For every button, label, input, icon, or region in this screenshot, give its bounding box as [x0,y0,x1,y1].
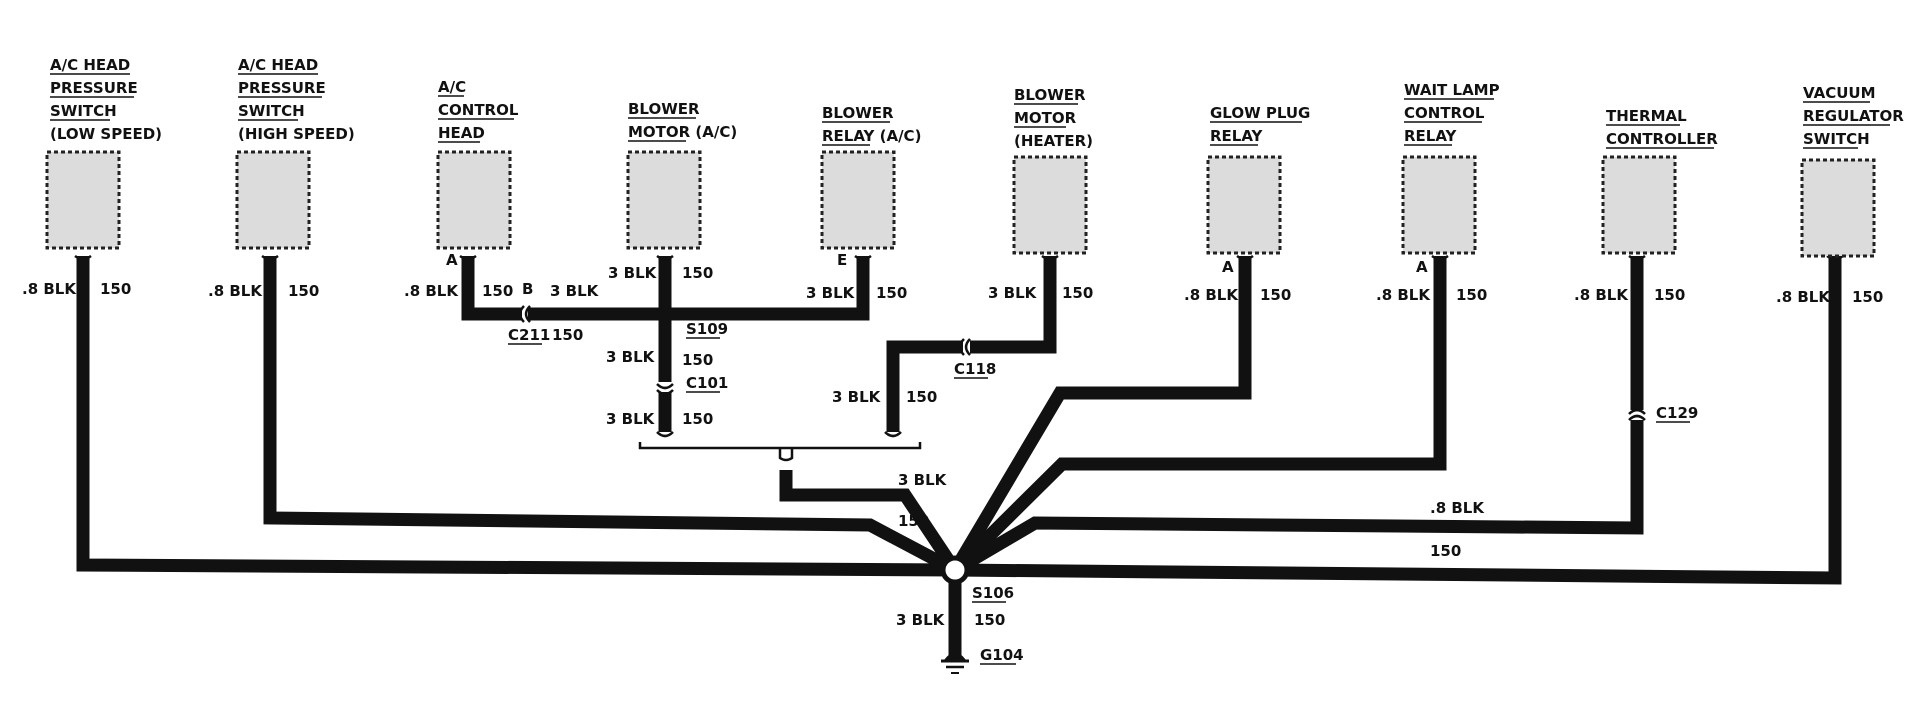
wire-vacuum-regulator [954,256,1842,585]
c118-below-circuit: 150 [906,388,937,406]
box-blower-motor-heater [1012,155,1088,255]
title-wait-lamp-control-relay: WAIT LAMP CONTROL RELAY [1404,81,1505,145]
title-vacuum-regulator-switch: VACUUM REGULATOR SWITCH [1803,84,1908,148]
pin-wait-lamp-control-relay: A [1416,258,1428,276]
title-blower-motor-heater: BLOWER MOTOR (HEATER) [1014,86,1093,150]
circuit-blower-motor-ac: 150 [682,264,713,282]
c118-below-color: 3 BLK [832,388,882,406]
color-wait-lamp-control-relay: .8 BLK [1376,286,1431,304]
title-blower-relay-ac: BLOWER RELAY (A/C) [822,104,921,145]
circuit-blower-relay-ac: 150 [876,284,907,302]
s109-below-circuit: 150 [682,351,713,369]
wire-blower-motor-heater [970,256,1057,354]
wire-blower-relay-ac [665,256,870,321]
wire-ac-control-head [461,256,522,321]
component-titles: A/C HEAD PRESSURE SWITCH (LOW SPEED) A/C… [50,56,1908,150]
ground-icon [941,652,969,674]
wire-merged-branch [779,470,961,574]
connector-c118-label: C118 [954,360,996,378]
connector-symbols [518,305,1646,438]
pin-c211: B [522,280,533,298]
color-blower-motor-ac: 3 BLK [608,264,658,282]
connector-bottom-right-symbol [884,431,902,438]
title-glow-plug-relay: GLOW PLUG RELAY [1210,104,1316,145]
title-blower-motor-ac: BLOWER MOTOR (A/C) [628,100,737,141]
color-ac-control-head: .8 BLK [404,282,459,300]
title-thermal-controller: THERMAL CONTROLLER [1606,107,1718,148]
color-blower-motor-heater: 3 BLK [988,284,1038,302]
color-blower-relay-ac: 3 BLK [806,284,856,302]
reference-ids: C211 S109 C101 C118 C129 S106 G104 [508,320,1698,665]
component-wire-labels: .8 BLK 150 .8 BLK 150 .8 BLK 150 3 BLK 1… [22,264,1883,306]
pin-ac-control-head: A [446,251,458,269]
box-blower-motor-ac [626,150,702,250]
s109-below-color: 3 BLK [606,348,656,366]
title-ac-head-pressure-high: A/C HEAD PRESSURE SWITCH (HIGH SPEED) [238,56,355,143]
c101-below-color: 3 BLK [606,410,656,428]
color-glow-plug-relay: .8 BLK [1184,286,1239,304]
title-ac-control-head: A/C CONTROL HEAD [438,78,524,142]
connector-c211-label: C211 [508,326,550,344]
color-thermal-controller: .8 BLK [1574,286,1629,304]
color-ac-head-pressure-high: .8 BLK [208,282,263,300]
box-glow-plug-relay [1206,155,1282,255]
splice-s109-label: S109 [686,320,728,338]
circuit-ac-control-head: 150 [482,282,513,300]
connector-c211-symbol [518,305,531,323]
ground-wire-color: 3 BLK [896,611,946,629]
circuit-ac-head-pressure-high: 150 [288,282,319,300]
segment-wire-labels: 3 BLK 150 3 BLK 150 3 BLK 150 3 BLK 150 … [550,282,1485,629]
connector-c101-label: C101 [686,374,728,392]
connector-c129-label: C129 [1656,404,1698,422]
circuit-ac-head-pressure-low: 150 [100,280,131,298]
box-blower-relay-ac [820,150,896,250]
wire-c118-down [886,340,963,432]
box-ac-head-pressure-high [235,150,311,250]
merged-color: 3 BLK [898,471,948,489]
wire-harness [76,256,1842,660]
circuit-blower-motor-heater: 150 [1062,284,1093,302]
wire-wait-lamp-relay [950,256,1447,575]
component-boxes [45,150,1876,258]
wire-ac-head-pressure-low [76,256,956,577]
box-thermal-controller [1601,155,1677,255]
connector-bottom-left-symbol [656,431,674,438]
connector-c118-symbol [958,338,971,356]
splice-s106-dot [940,555,970,585]
pin-chevrons [74,254,1844,261]
box-ac-head-pressure-low [45,150,121,250]
wire-ac-head-pressure-high [263,256,959,576]
title-underlines [50,73,1890,149]
box-vacuum-regulator-switch [1800,158,1876,258]
circuit-vacuum-regulator-switch: 150 [1852,288,1883,306]
merged-circuit: 150 [898,512,929,530]
box-ac-control-head [436,150,512,250]
box-wait-lamp-control-relay [1401,155,1477,255]
pin-blower-relay-ac: E [837,251,847,269]
pin-letters: A E A A B [446,251,1428,298]
connector-c101-symbol [656,383,674,396]
circuit-thermal-controller: 150 [1654,286,1685,304]
color-ac-head-pressure-low: .8 BLK [22,280,77,298]
c129-bottom-color: .8 BLK [1430,499,1485,517]
circuit-wait-lamp-control-relay: 150 [1456,286,1487,304]
wire-glow-plug-relay [949,256,1252,574]
color-vacuum-regulator-switch: .8 BLK [1776,288,1831,306]
wire-c129-down [951,420,1644,576]
ground-g104-label: G104 [980,646,1024,664]
ground-wire-circuit: 150 [974,611,1005,629]
c211-circuit: 150 [552,326,583,344]
splice-s109-dot [657,306,673,322]
splice-s106-label: S106 [972,584,1014,602]
connector-c129-symbol [1628,408,1646,421]
c101-below-circuit: 150 [682,410,713,428]
title-ac-head-pressure-low: A/C HEAD PRESSURE SWITCH (LOW SPEED) [50,56,162,143]
c211-right-color: 3 BLK [550,282,600,300]
harness-bracket [638,442,922,462]
pin-glow-plug-relay: A [1222,258,1234,276]
circuit-glow-plug-relay: 150 [1260,286,1291,304]
c129-bottom-circuit: 150 [1430,542,1461,560]
